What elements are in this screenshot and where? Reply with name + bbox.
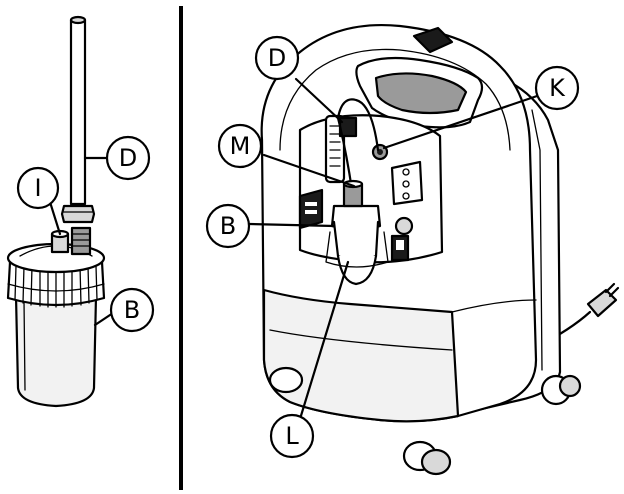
oxygen-outlet-illustration bbox=[371, 143, 389, 161]
callout-D-left: D bbox=[105, 135, 151, 181]
callout-label-I: I bbox=[34, 174, 41, 202]
callout-label-L: L bbox=[285, 422, 299, 450]
callout-leaders-right bbox=[248, 77, 542, 421]
oxygen-tube-illustration bbox=[60, 15, 96, 224]
caster-wheels-illustration bbox=[268, 366, 582, 476]
callout-M: M bbox=[217, 123, 263, 169]
callout-D-right: D bbox=[254, 35, 300, 81]
callout-label-B-right: B bbox=[220, 212, 236, 240]
callout-label-B-left: B bbox=[124, 296, 140, 324]
humidifier-bottle-illustration bbox=[6, 226, 106, 408]
callout-label-D-left: D bbox=[119, 144, 137, 172]
oxygen-concentrator-illustration: D K M B L bbox=[205, 23, 620, 476]
humidifier-bottle-detail: I D B bbox=[6, 15, 155, 408]
callout-B-right: B bbox=[205, 203, 251, 249]
callout-K: K bbox=[534, 65, 580, 111]
callout-I-left: I bbox=[16, 166, 60, 210]
callout-label-K: K bbox=[549, 74, 566, 102]
connection-tube-illustration bbox=[336, 98, 380, 192]
power-switch-illustration bbox=[390, 216, 414, 262]
callout-B-left: B bbox=[109, 287, 155, 333]
callout-leaders-left bbox=[48, 156, 115, 327]
callout-L: L bbox=[269, 413, 315, 459]
callout-label-M: M bbox=[230, 132, 251, 160]
callout-label-D-right: D bbox=[268, 44, 286, 72]
carry-handle-illustration bbox=[355, 26, 484, 129]
indicator-lights-illustration bbox=[390, 160, 424, 206]
mounted-humidifier-bottle-illustration bbox=[325, 179, 389, 286]
